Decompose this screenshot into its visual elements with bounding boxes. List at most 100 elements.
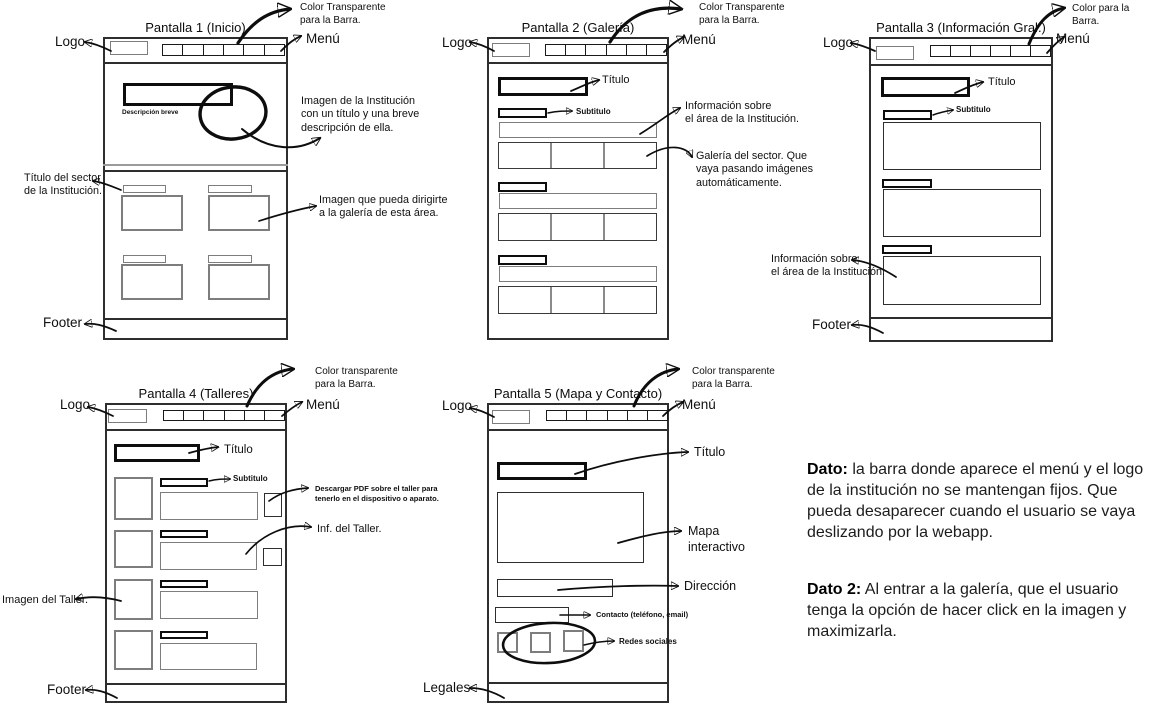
screen1-logo-label: Logo — [55, 34, 86, 49]
note-dato1-label: Dato: — [807, 461, 848, 478]
note-dato1-text: la barra donde aparece el menú y el logo… — [807, 461, 1144, 541]
screen1-grid-image — [121, 264, 183, 300]
screen4-subtitulo-box — [160, 478, 208, 487]
screen4-taller-image-note: Imagen del Taller. — [2, 594, 89, 606]
menu-cell — [164, 411, 185, 420]
note-dato2-label: Dato 2: — [807, 581, 862, 598]
gallery-cell — [499, 214, 552, 240]
screen5-menu-label: Menú — [682, 397, 716, 412]
menu-cell — [991, 46, 1011, 56]
screen2-logo-box — [492, 43, 530, 57]
menu-cell — [184, 411, 205, 420]
menu-cell — [183, 45, 204, 55]
screen3-bar-note: Color para la Barra. — [1072, 3, 1130, 27]
screen3-titulo-box — [881, 77, 970, 97]
screen2-titulo-label: Título — [602, 74, 630, 86]
screen5-footer-line — [487, 682, 669, 684]
screen5-map-box — [497, 492, 644, 563]
screen2-subtitulo-label: Subtitulo — [576, 107, 611, 116]
screen1-grid-title — [123, 255, 166, 263]
screen3-info-box — [883, 256, 1041, 305]
screen3-info-box — [883, 189, 1041, 237]
screen3-subtitulo-box — [882, 245, 932, 254]
menu-cell — [607, 45, 627, 55]
screen5-social-square — [563, 630, 584, 652]
screen1-grid-title — [123, 185, 166, 193]
screen1-hero-title-box — [123, 83, 233, 106]
menu-cell — [547, 411, 568, 420]
screen5-social-square — [497, 632, 518, 653]
menu-cell — [224, 45, 245, 55]
menu-cell — [586, 45, 607, 55]
screen4-footer-label: Footer — [47, 682, 87, 697]
menu-cell — [245, 411, 265, 420]
screen2-bar-note: Color Transparente para la Barra. — [699, 2, 785, 26]
screen4-taller-info-box — [160, 542, 257, 570]
screen5-titulo-box — [497, 462, 587, 480]
screen3-logo-box — [876, 46, 914, 60]
menu-cell — [265, 45, 284, 55]
screen2-subtitulo-box — [498, 182, 547, 192]
screen2-titulo-box — [498, 77, 588, 96]
menu-cell — [566, 45, 587, 55]
note-dato2: Dato 2: Al entrar a la galería, que el u… — [807, 580, 1150, 643]
screen1-footer-line — [103, 318, 288, 320]
screen4-bar-divider — [105, 429, 287, 431]
screen5-bar-note: Color transparente para la Barra. — [692, 366, 775, 390]
screen4-taller-image — [114, 477, 153, 520]
screen3-menu-bar — [930, 45, 1051, 57]
screen3-info-box — [883, 122, 1041, 170]
screen3-titulo-label: Título — [988, 76, 1016, 88]
screen4-taller-image — [114, 630, 153, 670]
gallery-cell — [552, 287, 605, 313]
screen4-footer-line — [105, 683, 287, 685]
screen5-bar-divider — [487, 429, 669, 431]
screen5-mapa-note: Mapa interactivo — [688, 524, 745, 554]
screen1-grid-title — [208, 255, 252, 263]
screen4-logo-box — [108, 409, 147, 423]
screen5-legales-label: Legales — [423, 680, 471, 695]
screen3-info-note: Información sobre el área de la Instituc… — [771, 253, 886, 279]
gallery-cell — [552, 143, 605, 168]
menu-cell — [647, 45, 666, 55]
screen3-bar-divider — [869, 64, 1053, 66]
screen3-footer-line — [869, 317, 1053, 319]
screen1-image-note: Imagen que pueda dirigirte a la galería … — [319, 194, 448, 220]
menu-cell — [648, 411, 667, 420]
screen2-menu-bar — [545, 44, 667, 56]
screen2-info-box — [499, 122, 657, 138]
note-dato1: Dato: la barra donde aparece el menú y e… — [807, 460, 1150, 544]
menu-cell — [971, 46, 991, 56]
screen1-menu-label: Menú — [306, 31, 340, 46]
menu-cell — [546, 45, 567, 55]
screen3-subtitulo-box — [882, 179, 932, 188]
screen1-title: Pantalla 1 (Inicio) — [145, 20, 246, 35]
menu-cell — [204, 411, 225, 420]
screen5-menu-bar — [546, 410, 668, 421]
screen3-menu-label: Menú — [1056, 31, 1090, 46]
screen2-title: Pantalla 2 (Galería) — [521, 20, 635, 35]
screen3-title: Pantalla 3 (Información Gral.) — [876, 20, 1046, 35]
screen2-menu-label: Menú — [682, 32, 716, 47]
gallery-cell — [605, 143, 656, 168]
screen1-bar-note: Color Transparente para la Barra. — [300, 2, 386, 26]
screen5-title: Pantalla 5 (Mapa y Contacto) — [493, 386, 663, 401]
screen4-menu-bar — [163, 410, 285, 421]
screen1-grid-image — [208, 195, 270, 231]
screen2-gallery-strip — [498, 286, 657, 314]
menu-cell — [587, 411, 608, 420]
screen4-pdf-box — [264, 493, 282, 517]
screen2-info-note: Información sobre el área de la Instituc… — [685, 100, 800, 126]
screen5-titulo-label: Título — [694, 445, 726, 459]
menu-cell — [163, 45, 184, 55]
screen4-bar-note: Color transparente para la Barra. — [315, 366, 398, 390]
screen4-taller-info-box — [160, 492, 258, 520]
screen4-pdf-box — [263, 548, 282, 566]
screen2-gallery-strip — [498, 142, 657, 169]
screen4-logo-label: Logo — [60, 397, 91, 412]
screen1-section-line — [103, 164, 288, 166]
gallery-cell — [552, 214, 605, 240]
screen3-subtitulo-box — [883, 110, 932, 120]
screen2-subtitulo-box — [498, 255, 547, 265]
